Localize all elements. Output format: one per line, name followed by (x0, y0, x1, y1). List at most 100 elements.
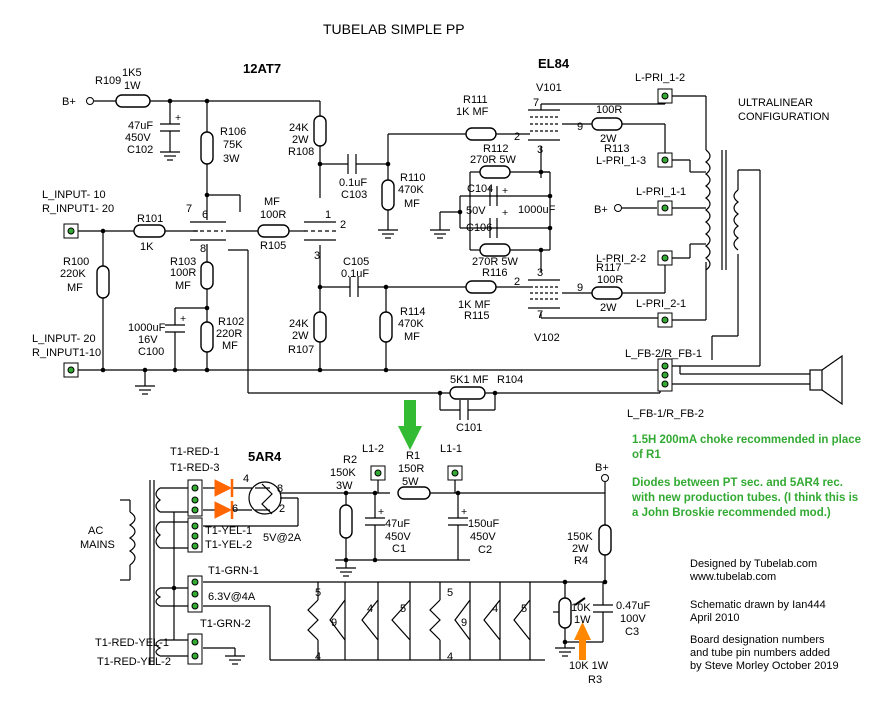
svg-text:4: 4 (315, 651, 321, 663)
r105-value: 100R (260, 209, 286, 221)
r4-rating: 2W (572, 543, 589, 555)
pin-6-12at7: 6 (202, 209, 208, 221)
svg-text:+: + (175, 112, 181, 124)
c104-id: C104 (467, 183, 493, 195)
label-l-pri-1-2: L-PRI_1-2 (635, 72, 685, 84)
ultralinear-label-2: CONFIGURATION (738, 111, 830, 123)
note-diodes-line-1: Diodes between PT sec. and 5AR4 rec. (632, 477, 843, 489)
r109-id: R109 (95, 75, 121, 87)
note-choke-line-2: of R1 (632, 449, 661, 461)
tube-12at7-triode-a (190, 221, 226, 241)
r101-value: 1K (140, 241, 154, 253)
r112-value: 270R 5W (470, 154, 516, 166)
input-bot-label-1: L_INPUT- 20 (32, 333, 96, 345)
r108-value: 24K (289, 122, 309, 134)
heater-filaments (307, 599, 531, 641)
svg-text:+: + (502, 185, 508, 197)
t1-red-3-label: T1-RED-3 (170, 462, 220, 474)
pin-4-5ar4: 4 (243, 473, 249, 485)
pin-3-v102: 3 (537, 267, 543, 279)
power-junction-dots (171, 490, 608, 645)
transformer-connector-pads (187, 465, 463, 665)
pin-1-12at7: 1 (325, 209, 331, 221)
label-l-pri-1-1: L-PRI_1-1 (636, 186, 686, 198)
c106-id: C106 (466, 222, 492, 234)
resistor-r1 (397, 486, 431, 500)
r107-value: 24K (289, 318, 309, 330)
c1-id: C1 (392, 543, 406, 555)
r2-value: 150K (330, 467, 356, 479)
c3-id: C3 (625, 626, 639, 638)
svg-text:+: + (378, 506, 384, 518)
c103-value: 0.1uF (339, 177, 367, 189)
potentiometer-r3 (558, 597, 572, 629)
r115-id: R115 (464, 310, 489, 322)
resistor-r104 (449, 386, 486, 400)
credit-website: www.tubelab.com (689, 571, 776, 583)
green-arrow-icon (398, 400, 422, 450)
r112-id: R112 (483, 143, 508, 155)
capacitor-c2: + (448, 506, 468, 526)
r113-rating: 2W (600, 133, 617, 145)
r4-value: 150K (567, 531, 593, 543)
c104-value: 1000uF (518, 204, 556, 216)
bplus-label-transformer: B+ (594, 204, 608, 216)
r115-value: 1K MF (458, 299, 491, 311)
r106-value: 75K (223, 139, 243, 151)
label-l-pri-2-2: L-PRI_2-2 (596, 253, 646, 265)
r104-id: R104 (497, 374, 523, 386)
svg-text:5: 5 (447, 587, 453, 599)
c103-id: C103 (341, 189, 367, 201)
c2-value: 150uF (468, 518, 499, 530)
svg-text:9: 9 (331, 617, 337, 629)
c102-value: 47uF (128, 120, 153, 132)
resistor-r103 (200, 261, 214, 290)
r100-value: 220K (60, 268, 86, 280)
r2-id: R2 (343, 454, 357, 466)
t1-red-yel-2-label: T1-RED-YEL-2 (97, 656, 171, 668)
c102-voltage: 450V (125, 132, 151, 144)
terminal-pads-amp (63, 88, 673, 392)
pin-2-5ar4: 2 (279, 503, 285, 515)
pin-9-v102: 9 (577, 282, 583, 294)
c105-id: C105 (343, 256, 369, 268)
r117-value: 100R (597, 274, 623, 286)
resistor-r102 (200, 321, 214, 353)
tube-label-v101: V101 (536, 82, 562, 94)
r105-mf: MF (264, 196, 280, 208)
svg-text:4: 4 (367, 603, 373, 615)
c3-value: 0.47uF (616, 600, 651, 612)
tube-label-el84: EL84 (538, 56, 570, 71)
capacitor-c103 (347, 154, 357, 174)
credit-board-line-2: and tube pin numbers added (690, 647, 830, 659)
r103-id: R103 (170, 256, 196, 268)
r103-value: 100R (170, 267, 196, 279)
input-bot-label-2: R_INPUT1-10 (32, 347, 101, 359)
capacitor-c105 (349, 277, 359, 297)
resistor-r116 (479, 243, 511, 257)
credit-board-line-1: Board designation numbers (690, 634, 825, 646)
r114-value: 470K (398, 318, 424, 330)
bplus-label-amp: B+ (62, 96, 76, 108)
svg-text:+: + (502, 207, 508, 219)
label-fb-bot: L_FB-1/R_FB-2 (627, 408, 704, 420)
bplus-terminal-amp (86, 97, 94, 105)
heater-63v-label: 6.3V@4A (208, 591, 256, 603)
note-choke-line-1: 1.5H 200mA choke recommended in place (632, 434, 861, 446)
r111-value: 1K MF (456, 106, 489, 118)
r1-value: 150R (398, 463, 424, 475)
tube-label-5ar4: 5AR4 (248, 449, 282, 464)
c100-id: C100 (138, 346, 164, 358)
tube-el84-v101 (528, 109, 560, 141)
r3-id: R3 (588, 674, 602, 686)
capacitor-c104: + (489, 185, 508, 206)
credit-drawn-by: Schematic drawn by Ian444 (690, 599, 826, 611)
c102-id: C102 (127, 144, 153, 156)
tube-label-v102: V102 (534, 332, 560, 344)
c104-voltage: 50V (466, 205, 486, 217)
r113-id: R113 (604, 143, 629, 155)
c100-voltage: 16V (138, 334, 158, 346)
output-transformer (705, 149, 739, 271)
credit-date: April 2010 (690, 612, 740, 624)
r102-value: 220R (216, 328, 242, 340)
